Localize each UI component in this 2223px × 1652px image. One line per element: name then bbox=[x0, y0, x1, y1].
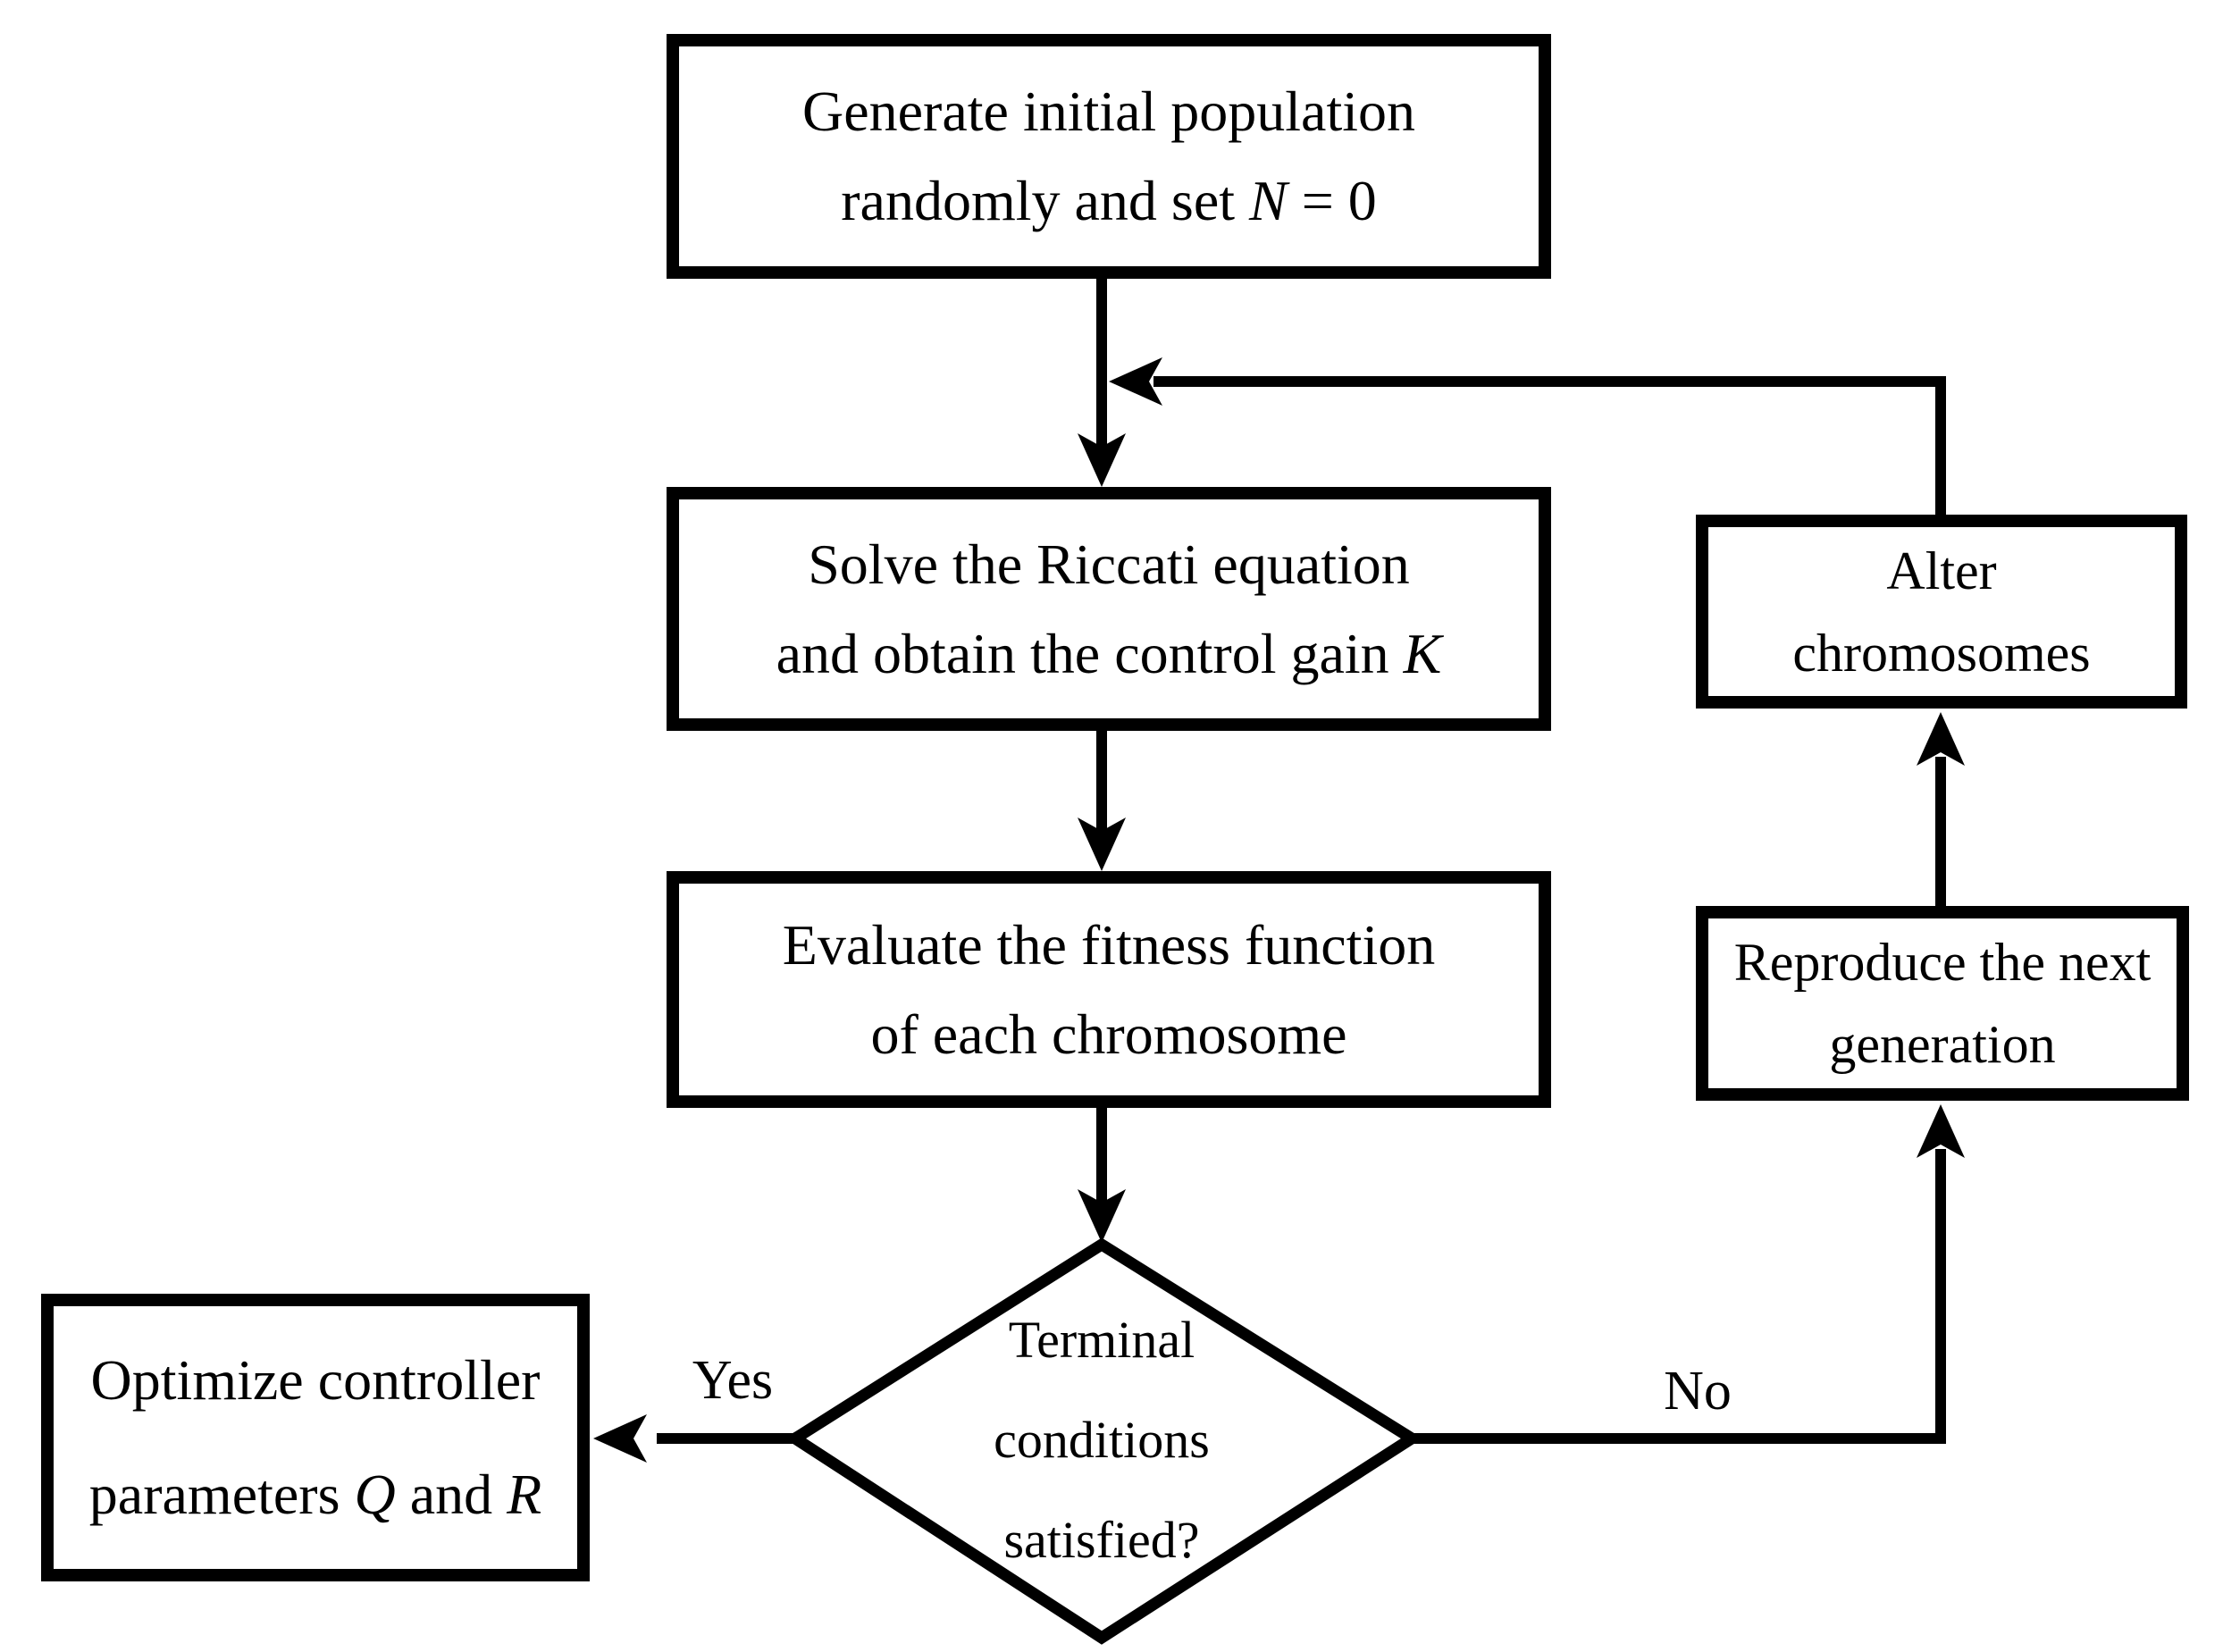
decision-diamond-shape bbox=[784, 1237, 1423, 1645]
node-evaluate-fitness: Evaluate the fitness function of each ch… bbox=[667, 871, 1551, 1108]
arrowhead-feedback-junction bbox=[1109, 357, 1162, 406]
edge-label-yes: Yes bbox=[692, 1350, 774, 1411]
node-solve-riccati: Solve the Riccati equation and obtain th… bbox=[667, 487, 1551, 731]
decision-line1: Terminal bbox=[1008, 1311, 1195, 1369]
arrowhead-into-reproduce bbox=[1917, 1104, 1965, 1158]
node-solve-line2: and obtain the control gain K bbox=[776, 621, 1442, 685]
node-alter-line1: Alter bbox=[1886, 541, 1997, 600]
connector-no-branch bbox=[1412, 1149, 1946, 1444]
node-reproduce-line1: Reproduce the next bbox=[1733, 933, 2152, 992]
node-reproduce-line2: generation bbox=[1829, 1015, 2056, 1074]
arrowhead-into-solve bbox=[1078, 433, 1126, 487]
node-alter-chromosomes: Alter chromosomes bbox=[1696, 515, 2187, 709]
arrowhead-into-decision bbox=[1078, 1189, 1126, 1243]
node-generate-line1: Generate initial population bbox=[802, 80, 1415, 143]
node-alter-line2: chromosomes bbox=[1792, 623, 2091, 683]
node-solve-line1: Solve the Riccati equation bbox=[808, 532, 1410, 596]
node-optimize-line2: parameters Q and R bbox=[88, 1463, 542, 1526]
variable-R: R bbox=[507, 1463, 542, 1526]
arrowhead-into-evaluate bbox=[1078, 818, 1126, 871]
arrowhead-into-optimize bbox=[593, 1414, 647, 1463]
decision-terminal-conditions: Terminal conditions satisfied? bbox=[923, 1279, 1280, 1601]
node-generate-line2: randomly and set N = 0 bbox=[841, 169, 1377, 232]
node-evaluate-line2: of each chromosome bbox=[870, 1002, 1347, 1066]
connector-feedback-loop bbox=[1153, 376, 1946, 515]
variable-Q: Q bbox=[354, 1463, 396, 1526]
variable-N: N bbox=[1249, 169, 1288, 232]
variable-K: K bbox=[1403, 621, 1442, 685]
arrowhead-into-alter bbox=[1917, 712, 1965, 766]
node-evaluate-line1: Evaluate the fitness function bbox=[782, 912, 1436, 977]
decision-line3: satisfied? bbox=[1003, 1511, 1200, 1569]
decision-line2: conditions bbox=[994, 1411, 1210, 1469]
node-optimize-parameters: Optimize controller parameters Q and R bbox=[41, 1294, 590, 1581]
node-reproduce-generation: Reproduce the next generation bbox=[1696, 906, 2189, 1101]
edge-label-no: No bbox=[1664, 1361, 1732, 1421]
node-optimize-line1: Optimize controller bbox=[90, 1348, 541, 1412]
node-generate-population: Generate initial population randomly and… bbox=[667, 34, 1551, 279]
